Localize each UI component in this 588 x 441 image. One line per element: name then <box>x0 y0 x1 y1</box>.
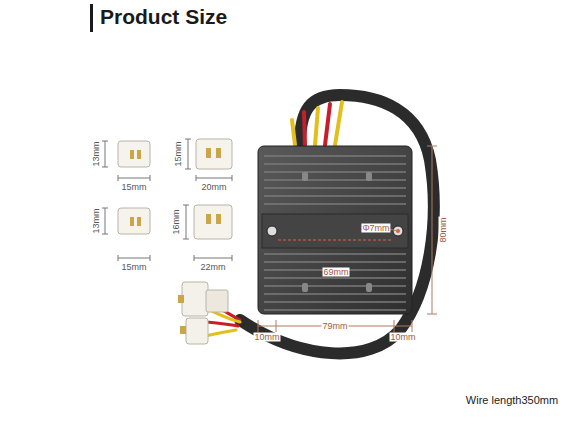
dimension-label: 15mm <box>120 183 147 192</box>
harness-connector <box>178 282 228 344</box>
wire-harness <box>205 95 434 353</box>
dimension-label: 20mm <box>200 183 227 192</box>
connector-icons <box>118 139 232 239</box>
dimension-label: 13mm <box>92 207 101 234</box>
dimension-label: 15mm <box>120 263 147 272</box>
dimension-label: 79mm <box>321 322 348 331</box>
dimension-label: 15mm <box>174 140 183 167</box>
dimension-label: 13mm <box>92 140 101 167</box>
title-bar <box>90 4 93 32</box>
dimension-label: 10mm <box>389 333 416 342</box>
dimension-label: 80mm <box>439 216 448 243</box>
dimension-label: 69mm <box>322 268 349 277</box>
dimension-label: Φ7mm <box>361 224 390 233</box>
regulator-body <box>258 146 412 314</box>
dimension-label: 10mm <box>253 333 280 342</box>
dimension-label: 22mm <box>199 263 226 272</box>
page-title: Product Size <box>100 6 227 27</box>
dimension-lines <box>258 146 437 332</box>
dimension-label: 16mm <box>172 208 181 235</box>
wire-length-note: Wire length350mm <box>466 395 558 406</box>
dimension-lines <box>102 139 232 261</box>
